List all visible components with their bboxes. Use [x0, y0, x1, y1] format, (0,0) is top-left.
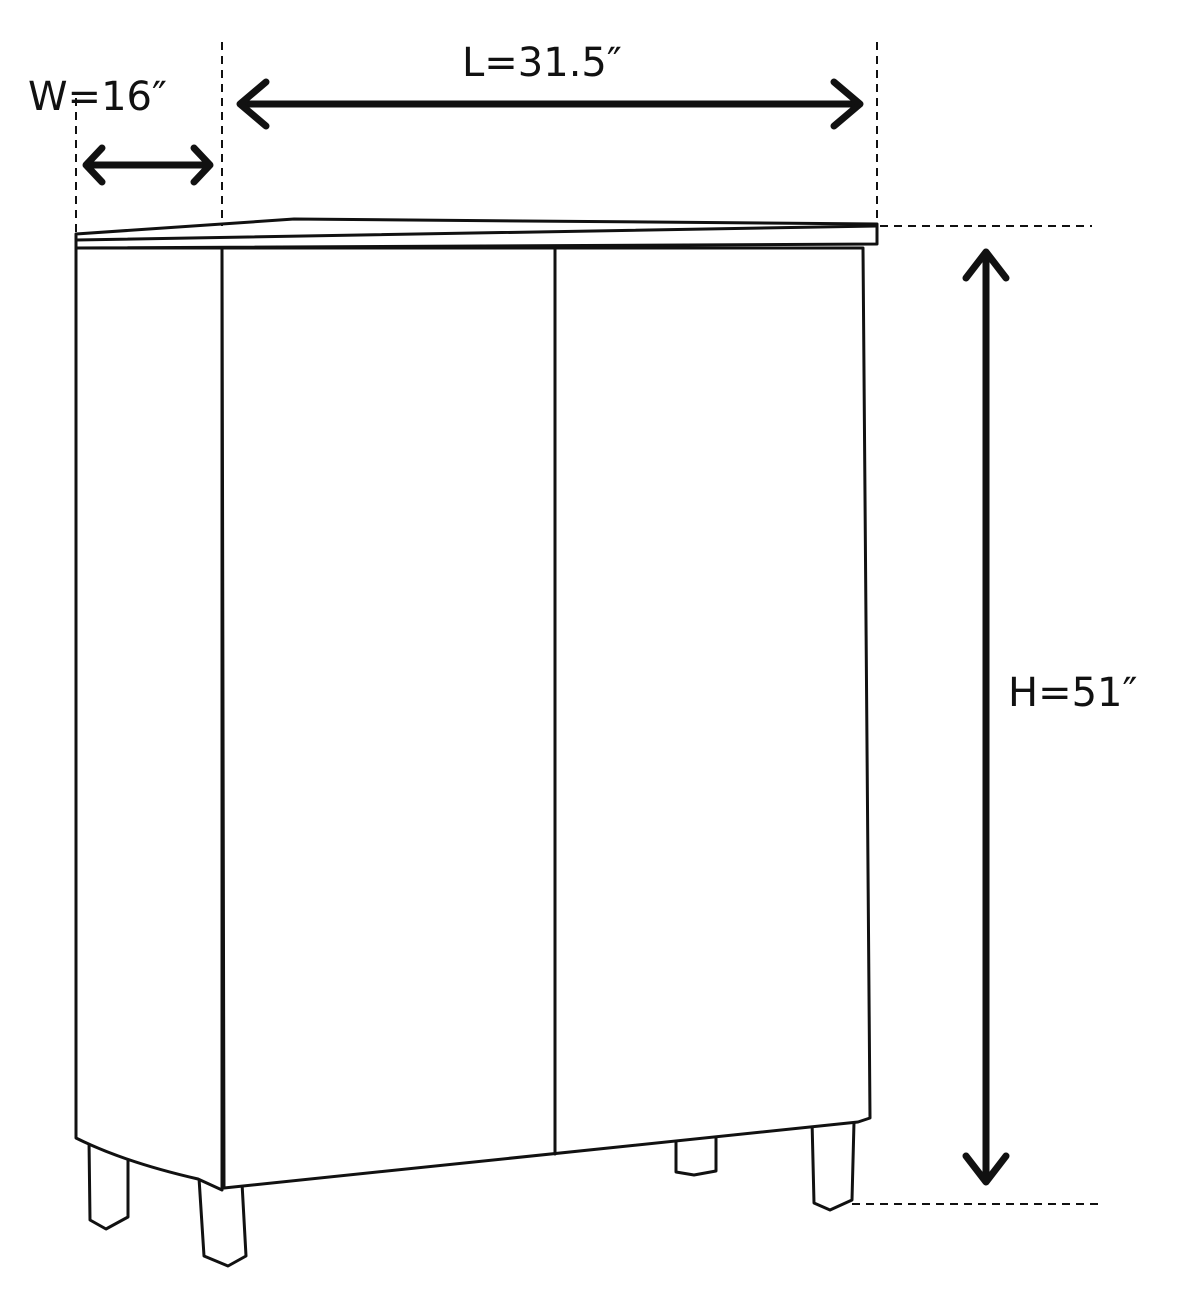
height-arrow: [962, 248, 1010, 1186]
width-arrow: [82, 144, 214, 186]
leg-front-right: [810, 1118, 856, 1212]
cabinet-front-panel: [220, 246, 872, 1190]
length-arrow: [236, 78, 864, 130]
length-label: L=31.5″: [462, 40, 622, 86]
cabinet-body: [74, 217, 879, 1192]
width-label: W=16″: [28, 74, 167, 120]
cabinet-side-panel: [74, 246, 224, 1192]
dimension-arrows: [82, 78, 1010, 1186]
leg-front-left: [197, 1176, 248, 1268]
extension-guides: [75, 42, 1104, 1205]
cabinet-top-edge: [74, 224, 879, 242]
leg-back-right: [674, 1135, 718, 1177]
cabinet-legs: [87, 1118, 856, 1268]
leg-back-left: [87, 1138, 130, 1231]
height-label: H=51″: [1008, 670, 1137, 716]
